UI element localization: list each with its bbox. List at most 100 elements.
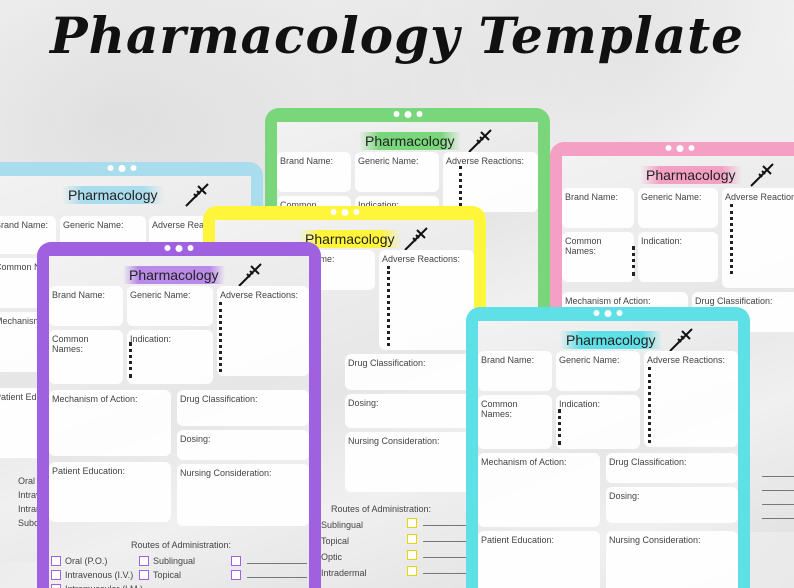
adverse-reactions-label: Adverse Reactions: bbox=[725, 192, 794, 202]
tablet-screen: Pharmacology Brand Name: Generic Name: A… bbox=[478, 321, 738, 588]
generic-name-box: Generic Name: bbox=[127, 286, 213, 326]
adverse-reactions-label: Adverse Reactions: bbox=[647, 355, 726, 365]
template-heading: Pharmacology bbox=[560, 331, 662, 349]
route-intradermal: Intradermal bbox=[321, 568, 367, 578]
drug-classification-label: Drug Classification: bbox=[695, 296, 773, 306]
route-checkbox[interactable] bbox=[231, 556, 241, 566]
write-line bbox=[423, 541, 473, 542]
common-names-box: Common Names: bbox=[49, 330, 123, 384]
route-checkbox[interactable] bbox=[139, 556, 149, 566]
mechanism-label: Mechanism of Action: bbox=[52, 394, 138, 404]
dotted-lines bbox=[459, 166, 462, 206]
common-names-label: Common Names: bbox=[0, 262, 66, 272]
dosing-box: Dosing: bbox=[177, 430, 309, 460]
nursing-consideration-label: Nursing Consideration: bbox=[180, 468, 272, 478]
patient-education-box: Patient Education: bbox=[49, 462, 171, 522]
route-checkbox[interactable] bbox=[407, 566, 417, 576]
route-topical: Topical bbox=[153, 570, 182, 580]
write-line bbox=[247, 563, 307, 564]
route-sublingual: Sublingual bbox=[153, 556, 196, 566]
common-names-box: Common Names: bbox=[562, 232, 634, 282]
camera-dots bbox=[330, 209, 359, 216]
camera-dots bbox=[593, 310, 623, 317]
write-line bbox=[247, 577, 307, 578]
route-sublingual: Sublingual bbox=[321, 520, 364, 530]
template-heading: Pharmacology bbox=[299, 230, 401, 248]
routes-heading: Routes of Administration: bbox=[331, 504, 432, 514]
route-checkbox[interactable] bbox=[51, 570, 61, 580]
indication-box: Indication: bbox=[556, 395, 640, 449]
brand-name-label: Brand Name: bbox=[481, 355, 535, 365]
write-line bbox=[423, 525, 473, 526]
common-names-box: Common Names: bbox=[478, 395, 552, 449]
route-checkbox[interactable] bbox=[139, 570, 149, 580]
tablet-purple: Pharmacology Brand Name: Generic Name: A… bbox=[37, 242, 321, 588]
adverse-reactions-box: Adverse Reactions: bbox=[443, 152, 538, 212]
generic-name-box: Generic Name: bbox=[556, 351, 640, 391]
route-optic: Optic bbox=[321, 552, 343, 562]
patient-education-label: Patient Education: bbox=[0, 392, 69, 402]
indication-label: Indication: bbox=[130, 334, 172, 344]
nursing-consideration-box: Nursing Consideration: bbox=[345, 432, 474, 492]
patient-education-label: Patient Education: bbox=[52, 466, 126, 476]
brand-name-box: Brand Name: bbox=[478, 351, 552, 391]
write-line bbox=[423, 557, 473, 558]
route-checkbox[interactable] bbox=[407, 534, 417, 544]
route-checkbox[interactable] bbox=[51, 584, 61, 588]
mechanism-box: Mechanism of Action: bbox=[49, 390, 171, 456]
drug-classification-label: Drug Classification: bbox=[348, 358, 426, 368]
patient-education-box: Patient Education: bbox=[478, 531, 600, 588]
indication-label: Indication: bbox=[358, 200, 400, 210]
common-names-label: Common Names: bbox=[565, 236, 602, 256]
common-names-label: Common Names: bbox=[52, 334, 89, 354]
brand-name-label: Brand Name: bbox=[0, 220, 49, 230]
adverse-reactions-label: Adverse Reactions: bbox=[220, 290, 299, 300]
generic-name-box: Generic Name: bbox=[355, 152, 439, 192]
route-checkbox[interactable] bbox=[407, 518, 417, 528]
route-iv: Intravenous (I.V.) bbox=[65, 570, 134, 580]
generic-name-label: Generic Name: bbox=[358, 156, 419, 166]
dosing-box: Dosing: bbox=[606, 487, 738, 523]
dosing-box: Dosing: bbox=[345, 394, 474, 428]
dotted-lines bbox=[219, 302, 222, 372]
camera-dots bbox=[393, 111, 422, 118]
camera-dots bbox=[107, 165, 136, 172]
dotted-lines bbox=[632, 246, 635, 276]
brand-name-box: Brand Name: bbox=[562, 188, 634, 228]
nursing-consideration-box: Nursing Consideration: bbox=[606, 531, 738, 588]
brand-name-box: Brand Name: bbox=[277, 152, 351, 192]
page-title: Pharmacology Template bbox=[50, 6, 744, 65]
drug-classification-label: Drug Classification: bbox=[609, 457, 687, 467]
route-checkbox[interactable] bbox=[51, 556, 61, 566]
template-heading: Pharmacology bbox=[640, 166, 742, 184]
tablet-cyan: Pharmacology Brand Name: Generic Name: A… bbox=[466, 307, 750, 588]
route-topical: Topical bbox=[321, 536, 350, 546]
drug-classification-label: Drug Classification: bbox=[180, 394, 258, 404]
route-checkbox[interactable] bbox=[231, 570, 241, 580]
dosing-label: Dosing: bbox=[180, 434, 211, 444]
indication-label: Indication: bbox=[559, 399, 601, 409]
route-checkbox[interactable] bbox=[407, 550, 417, 560]
syringe-icon bbox=[750, 163, 774, 187]
nursing-consideration-label: Nursing Consideration: bbox=[348, 436, 440, 446]
mechanism-box: Mechanism of Action: bbox=[478, 453, 600, 527]
brand-name-box: Brand Name: bbox=[49, 286, 123, 326]
generic-name-label: Generic Name: bbox=[641, 192, 702, 202]
brand-name-label: Brand Name: bbox=[565, 192, 619, 202]
route-im: Intramuscular (I.M.) bbox=[65, 584, 143, 588]
adverse-reactions-label: Adverse Reactions: bbox=[382, 254, 461, 264]
indication-box: Indication: bbox=[127, 330, 213, 384]
drug-classification-box: Drug Classification: bbox=[606, 453, 738, 483]
dosing-label: Dosing: bbox=[348, 398, 379, 408]
template-heading: Pharmacology bbox=[359, 132, 461, 150]
adverse-reactions-label: Adverse Reactions: bbox=[446, 156, 525, 166]
indication-box: Indication: bbox=[638, 232, 718, 282]
camera-dots bbox=[665, 145, 695, 152]
syringe-icon bbox=[238, 263, 262, 287]
write-line bbox=[762, 476, 794, 477]
brand-name-label: Brand Name: bbox=[52, 290, 106, 300]
drug-classification-box: Drug Classification: bbox=[345, 354, 474, 390]
template-heading: Pharmacology bbox=[123, 266, 225, 284]
syringe-icon bbox=[669, 328, 693, 352]
dotted-lines bbox=[558, 409, 561, 445]
